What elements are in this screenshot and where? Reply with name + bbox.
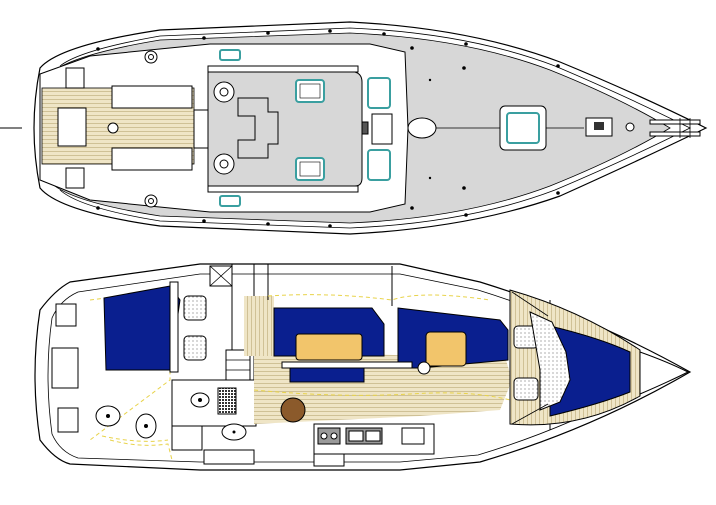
saloon-table-starboard <box>425 331 467 367</box>
table-icon <box>280 397 306 423</box>
hatch-icon <box>219 49 241 61</box>
galley-locker <box>313 453 345 467</box>
companionway-hatch <box>237 97 279 159</box>
hatch-icon <box>219 195 241 207</box>
hatch-icon <box>295 157 325 181</box>
forward-hatch-window <box>371 113 393 145</box>
stern-locker <box>51 347 79 389</box>
aft-cabin-berth-outline <box>89 289 171 441</box>
seat-cushion-dotted <box>183 335 207 361</box>
aft-berth-cushion <box>103 285 181 371</box>
hatch-icon <box>367 77 391 109</box>
aft-cabin-bulkhead <box>169 281 179 373</box>
windlass-icon <box>585 117 635 137</box>
toilet-icon <box>190 392 210 408</box>
stern-locker <box>57 407 79 433</box>
chain-locker <box>639 351 690 395</box>
dodger-frame <box>207 65 359 73</box>
stern-locker <box>55 303 77 327</box>
interior-plan <box>34 263 692 471</box>
aft-heads <box>171 379 257 427</box>
stanchion-bases <box>96 29 560 228</box>
vanity-cabinet <box>171 425 203 451</box>
mast-base <box>361 121 369 135</box>
aft-deck-outline <box>101 435 169 442</box>
cockpit-bench-port <box>111 85 193 109</box>
stern-locker-top <box>65 67 85 89</box>
mast-post <box>417 361 431 375</box>
winch-icon <box>144 50 158 64</box>
bow-roller <box>649 118 701 138</box>
sink-icon <box>345 427 383 445</box>
hatch-icon <box>367 149 391 181</box>
winch-icon <box>144 194 158 208</box>
floor-strip <box>244 296 274 356</box>
forward-cabin-cross <box>511 291 549 425</box>
deckhead-outline <box>253 389 511 401</box>
deck-plan <box>0 21 708 235</box>
dodger-frame-lower <box>207 185 359 193</box>
lower-locker <box>203 449 255 465</box>
sink-icon <box>221 423 247 441</box>
forward-berth-cushion <box>549 325 631 417</box>
stove-icon <box>317 427 341 445</box>
winch-icon <box>213 81 235 103</box>
seat-cushion-dotted <box>513 377 539 401</box>
toilet-icon <box>95 405 157 439</box>
cockpit-bench-starboard <box>111 147 193 171</box>
shower-grate <box>217 387 237 415</box>
fridge-lid <box>401 427 425 445</box>
saloon-table-port <box>295 333 363 361</box>
steering-pedestal <box>107 122 119 134</box>
deck-fitting-oval <box>407 117 437 139</box>
settee-back <box>281 361 413 369</box>
hatch-icon <box>295 79 325 103</box>
hatch-icon <box>499 105 547 151</box>
stern-locker-bottom <box>65 167 85 189</box>
forward-berth-infill <box>529 311 571 411</box>
seat-cushion-dotted <box>183 295 207 321</box>
helm-seat <box>57 107 87 147</box>
winch-icon <box>213 153 235 175</box>
deckhead-outline <box>109 439 173 461</box>
